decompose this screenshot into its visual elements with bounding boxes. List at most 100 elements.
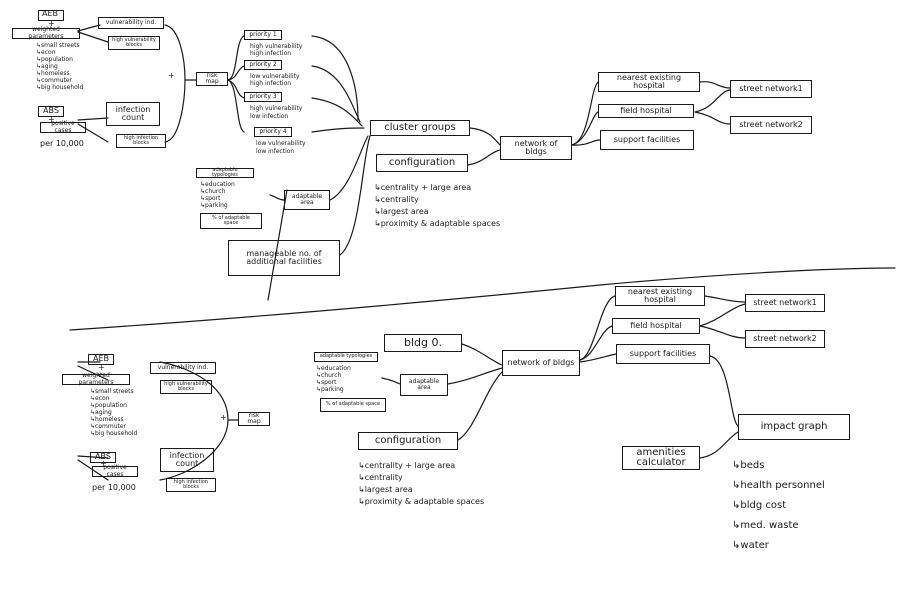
plus-sign: + <box>168 71 175 80</box>
param-item: econ <box>36 49 83 56</box>
priority-3-box: priority 3 <box>244 92 282 102</box>
typology-item: sport <box>316 379 351 386</box>
positive-cases-box: positive cases <box>92 465 138 477</box>
parameter-list: small streets econ population aging home… <box>36 42 83 91</box>
priority-1-desc: high vulnerability <box>250 43 303 50</box>
adaptable-typologies-box: adaptable typologies <box>196 167 254 178</box>
street-network1-box: street network1 <box>745 294 825 312</box>
aeb-label: AEB <box>42 9 59 18</box>
impact-item: health personnel <box>732 476 824 496</box>
weighted-parameters-box: weighted parameters <box>12 27 80 39</box>
pct-adaptable-space-box: % of adaptable space <box>320 398 386 412</box>
priority-4-box: priority 4 <box>254 127 292 137</box>
per-10000-label: per 10,000 <box>40 139 84 148</box>
param-item: homeless <box>90 416 137 423</box>
abs-box: ABS <box>90 452 116 463</box>
support-facilities-box: support facilities <box>616 344 710 364</box>
priority-3-desc: low infection <box>250 113 289 120</box>
param-item: aging <box>90 409 137 416</box>
param-item: big household <box>90 430 137 437</box>
risk-map-box: risk map <box>238 412 270 426</box>
street-network1-box: street network1 <box>730 80 812 98</box>
nearest-existing-hospital-box: nearest existing hospital <box>615 286 705 306</box>
typology-item: sport <box>200 195 235 202</box>
nearest-existing-hospital-box: nearest existing hospital <box>598 72 700 92</box>
config-item: centrality <box>374 194 500 206</box>
config-item: largest area <box>358 484 484 496</box>
priority-2-box: priority 2 <box>244 60 282 70</box>
field-hospital-box: field hospital <box>612 318 700 334</box>
config-item: largest area <box>374 206 500 218</box>
typology-item: parking <box>200 202 235 209</box>
config-item: proximity & adaptable spaces <box>358 496 484 508</box>
amenities-calculator-box: amenities calculator <box>622 446 700 470</box>
config-item: centrality <box>358 472 484 484</box>
config-item: centrality + large area <box>374 182 500 194</box>
section-divider <box>69 267 896 331</box>
typology-item: church <box>200 188 235 195</box>
bldg-0-box: bldg 0. <box>384 334 462 352</box>
aeb-box <box>38 10 64 21</box>
impact-item: med. waste <box>732 516 825 536</box>
pct-adaptable-space-box: % of adaptable space <box>200 213 262 229</box>
infection-count-box: infection count <box>160 448 214 472</box>
vulnerability-ind-box: vulnerability ind. <box>98 17 164 29</box>
priority-2-desc: high infection <box>250 80 292 87</box>
priority-1-desc: high infection <box>250 50 292 57</box>
param-item: big household <box>36 84 83 91</box>
plus-sign: + <box>100 459 107 468</box>
impact-item: water <box>732 536 825 556</box>
impact-item: bldg cost <box>732 496 825 516</box>
support-facilities-box: support facilities <box>600 130 694 150</box>
plus-sign: + <box>220 413 227 422</box>
high-infection-blocks-box: high infection blocks <box>116 134 166 148</box>
param-item: small streets <box>36 42 83 49</box>
param-item: commuter <box>36 77 83 84</box>
typology-item: parking <box>316 386 351 393</box>
impact-graph-box: impact graph <box>738 414 850 440</box>
configuration-box: configuration <box>376 154 468 172</box>
high-infection-blocks-box: high infection blocks <box>166 478 216 492</box>
infection-count-box: infection count <box>106 102 160 126</box>
param-item: small streets <box>90 388 137 395</box>
config-item: proximity & adaptable spaces <box>374 218 500 230</box>
field-hospital-box: field hospital <box>598 104 694 118</box>
adaptable-area-box: adaptable area <box>284 190 330 210</box>
impact-list: beds health personnel bldg cost med. was… <box>732 456 825 556</box>
weighted-parameters-box: weighted parameters <box>62 373 130 385</box>
adaptable-area-box: adaptable area <box>400 374 448 396</box>
param-item: population <box>90 402 137 409</box>
priority-4-desc: low infection <box>256 148 295 155</box>
configuration-list: centrality + large area centrality large… <box>374 182 500 230</box>
per-10000-label: per 10,000 <box>92 483 136 492</box>
typology-item: education <box>200 181 235 188</box>
plus-sign: + <box>98 363 105 372</box>
adaptable-typologies-box: adaptable typologies <box>314 352 378 362</box>
abs-box: ABS <box>38 106 64 117</box>
strike-line <box>267 189 288 301</box>
network-of-bldgs-box: network of bldgs <box>502 350 580 376</box>
manageable-facilities-box: manageable no. of additional facilities <box>228 240 340 276</box>
param-item: homeless <box>36 70 83 77</box>
high-vulnerability-blocks-box: high vulnerability blocks <box>108 36 160 50</box>
typology-list: education church sport parking <box>316 365 351 393</box>
street-network2-box: street network2 <box>730 116 812 134</box>
priority-1-box: priority 1 <box>244 30 282 40</box>
param-item: econ <box>90 395 137 402</box>
positive-cases-box: positive cases <box>40 121 86 133</box>
cluster-groups-box: cluster groups <box>370 120 470 136</box>
risk-map-box: risk map <box>196 72 228 86</box>
typology-item: church <box>316 372 351 379</box>
typology-list: education church sport parking <box>200 181 235 209</box>
parameter-list: small streets econ population aging home… <box>90 388 137 437</box>
vulnerability-ind-box: vulnerability ind. <box>150 362 216 374</box>
priority-4-desc: low vulnerability <box>256 140 306 147</box>
street-network2-box: street network2 <box>745 330 825 348</box>
typology-item: education <box>316 365 351 372</box>
network-of-bldgs-box: network of bldgs <box>500 136 572 160</box>
configuration-list: centrality + large area centrality large… <box>358 460 484 508</box>
priority-3-desc: high vulnerability <box>250 105 303 112</box>
impact-item: beds <box>732 456 825 476</box>
priority-2-desc: low vulnerability <box>250 73 300 80</box>
